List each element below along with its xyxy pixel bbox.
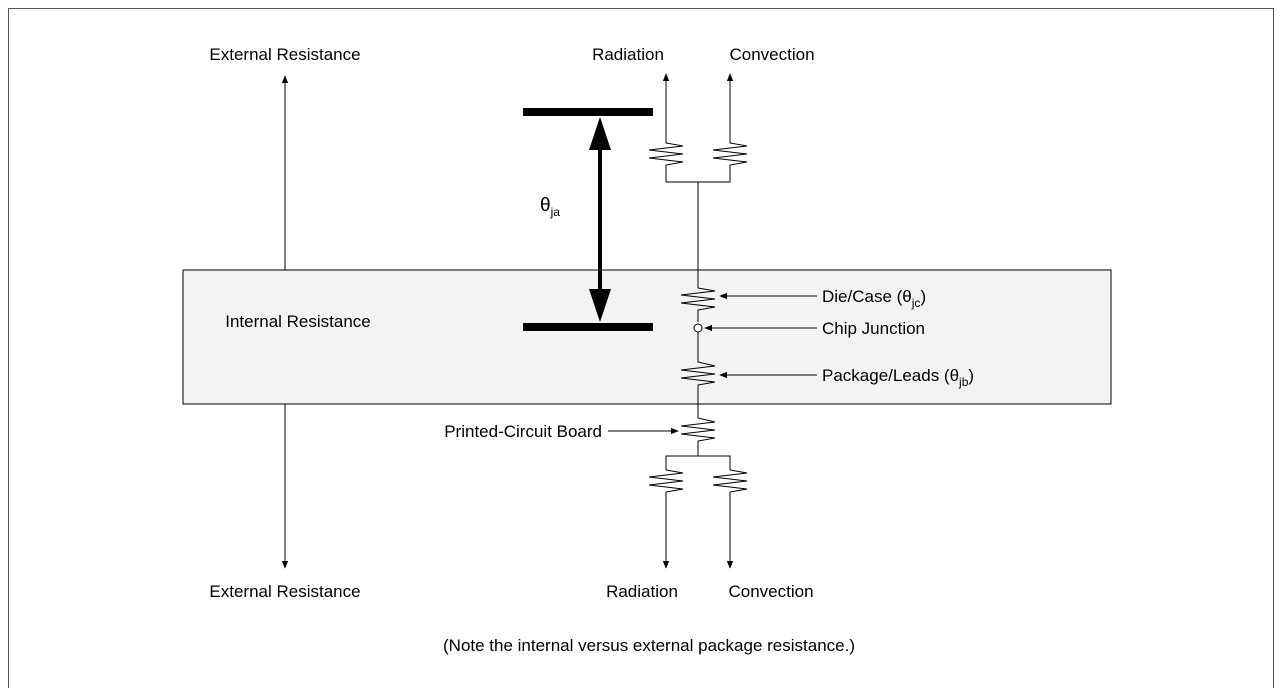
die-case-text: Die/Case (θ: [822, 287, 912, 306]
note-caption: (Note the internal versus external packa…: [443, 636, 855, 655]
pcb-label: Printed-Circuit Board: [444, 422, 602, 441]
theta-ja-bottom-bar: [523, 323, 653, 331]
theta-ja-arrowhead-down: [589, 289, 611, 322]
die-case-subscript: jc: [911, 296, 921, 310]
theta-ja-symbol: θ: [540, 195, 551, 216]
package-leads-text: Package/Leads (θ: [822, 366, 959, 385]
package-leads-subscript: jb: [958, 375, 969, 389]
theta-ja-subscript: ja: [550, 205, 561, 219]
resistor-radiation-top: [648, 140, 684, 168]
theta-ja-top-bar: [523, 108, 653, 116]
package-leads-close: ): [968, 366, 974, 385]
resistor-package-leads: [680, 360, 716, 416]
internal-resistance-label: Internal Resistance: [225, 312, 371, 331]
lower-junction-bracket: [665, 455, 731, 468]
external-resistance-top-label: External Resistance: [209, 45, 360, 64]
convection-bottom-label: Convection: [728, 582, 813, 601]
theta-ja-arrowhead-up: [589, 117, 611, 150]
upper-junction-bracket: [665, 168, 731, 183]
package-leads-label: Package/Leads (θjb): [822, 366, 974, 389]
resistor-pcb: [680, 416, 716, 456]
die-case-label: Die/Case (θjc): [822, 287, 926, 310]
resistor-die-case: [680, 286, 716, 322]
resistor-convection-top: [712, 140, 748, 168]
theta-ja-label: θja: [540, 195, 560, 219]
chip-junction-label: Chip Junction: [822, 319, 925, 338]
chip-junction-node: [693, 323, 703, 333]
internal-resistance-box: [182, 269, 1112, 405]
radiation-top-label: Radiation: [592, 45, 664, 64]
external-resistance-bottom-label: External Resistance: [209, 582, 360, 601]
resistor-convection-bottom: [712, 468, 748, 495]
die-case-close: ): [920, 287, 926, 306]
diagram-frame: [8, 8, 1274, 688]
convection-top-label: Convection: [729, 45, 814, 64]
resistor-radiation-bottom: [648, 468, 684, 495]
radiation-bottom-label: Radiation: [606, 582, 678, 601]
